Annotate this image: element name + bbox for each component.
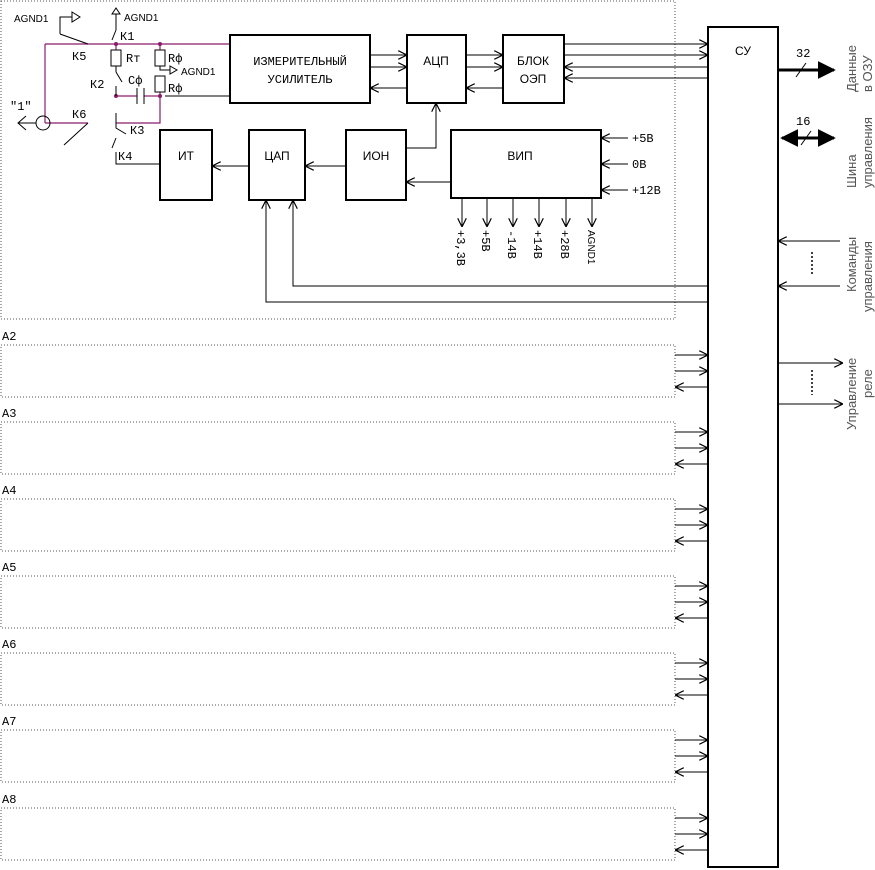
channel-label: А2: [2, 330, 16, 344]
relay-control: Управление реле: [778, 358, 875, 430]
vip-output-label: -14В: [504, 230, 518, 259]
channel-label: А6: [2, 638, 16, 652]
channel-a6[interactable]: А6: [0, 638, 707, 706]
a1-connections: [213, 44, 707, 303]
k1-label: К1: [120, 30, 134, 44]
adc-label: АЦП: [423, 54, 449, 68]
k2-label: К2: [90, 78, 104, 92]
dac-label: ЦАП: [264, 149, 289, 163]
vip-input-label: +12В: [632, 184, 661, 198]
channel-a4[interactable]: А4: [0, 484, 707, 552]
channel-label: А5: [2, 561, 16, 575]
data-bus-width: 32: [796, 47, 810, 61]
oep-label-2: ОЭП: [520, 72, 547, 86]
vip-input-label: +5В: [632, 132, 654, 146]
oep-block[interactable]: БЛОК ОЭП: [502, 34, 565, 104]
k6-label: К6: [72, 108, 86, 122]
commands-label-1: Команды: [844, 237, 859, 292]
control-bus: 16 Шина управления: [780, 115, 875, 188]
channel-a2[interactable]: А2: [0, 330, 707, 398]
channel-a1-frame: [0, 0, 676, 320]
amplifier-label-1: ИЗМЕРИТЕЛЬНЫЙ: [253, 54, 347, 69]
channel-label: А7: [2, 715, 16, 729]
channel-label: А8: [2, 793, 16, 807]
channel-label: А3: [2, 407, 16, 421]
rf2-label: Rф: [168, 82, 182, 96]
agnd-label-a: AGND1: [14, 14, 49, 25]
vip-block[interactable]: ВИП: [450, 129, 602, 199]
ion-block[interactable]: ИОН: [345, 129, 407, 201]
vip-output-label: +14В: [530, 230, 544, 259]
channel-a5[interactable]: А5: [0, 561, 707, 629]
commands-bus: Команды управления: [779, 237, 875, 312]
relay-label-2: реле: [860, 369, 875, 398]
data-bus-label-2: в ОЗУ: [860, 55, 875, 92]
input-label: "1": [10, 100, 32, 114]
control-bus-label-2: управления: [860, 117, 875, 188]
it-label: ИТ: [178, 149, 195, 163]
k3-label: К3: [130, 124, 144, 138]
ion-label: ИОН: [363, 149, 390, 163]
vip-input-label: 0В: [632, 158, 646, 172]
vip-output-label: +5В: [478, 230, 492, 252]
adc-block[interactable]: АЦП: [406, 34, 467, 104]
oep-label-1: БЛОК: [517, 54, 549, 68]
vip-output-label: +3,3В: [453, 230, 467, 266]
amplifier-block[interactable]: ИЗМЕРИТЕЛЬНЫЙ УСИЛИТЕЛЬ: [229, 34, 371, 104]
agnd-label-c: AGND1: [181, 67, 216, 78]
relay-label-1: Управление: [844, 358, 859, 430]
cf-label: Сф: [128, 74, 142, 88]
su-block[interactable]: СУ: [707, 26, 779, 868]
channel-label: А4: [2, 484, 16, 498]
amplifier-label-2: УСИЛИТЕЛЬ: [268, 73, 333, 87]
input-network: К5 AGND1 AGND1 К1 Rт К2 Rф AGND1 Сф Rф: [10, 7, 230, 165]
channel-a3[interactable]: А3: [0, 407, 707, 475]
vip-label: ВИП: [507, 149, 532, 163]
vip-output-label: AGND1: [585, 230, 596, 265]
it-block[interactable]: ИТ: [159, 129, 213, 201]
channel-a8[interactable]: А8: [0, 793, 707, 861]
channel-a7[interactable]: А7: [0, 715, 707, 783]
data-bus: 32 Данные в ОЗУ: [778, 45, 875, 92]
control-bus-label-1: Шина: [844, 154, 859, 188]
dac-block[interactable]: ЦАП: [248, 129, 306, 201]
rf1-label: Rф: [168, 52, 182, 66]
su-label: СУ: [735, 44, 751, 58]
commands-label-2: управления: [860, 241, 875, 312]
rt-label: Rт: [126, 52, 140, 66]
data-bus-label-1: Данные: [844, 45, 859, 92]
vip-output-label: +28В: [557, 230, 571, 259]
k5-label: К5: [72, 50, 86, 64]
k4-label: К4: [118, 150, 132, 164]
control-bus-width: 16: [796, 115, 810, 129]
agnd-label-b: AGND1: [124, 13, 159, 24]
